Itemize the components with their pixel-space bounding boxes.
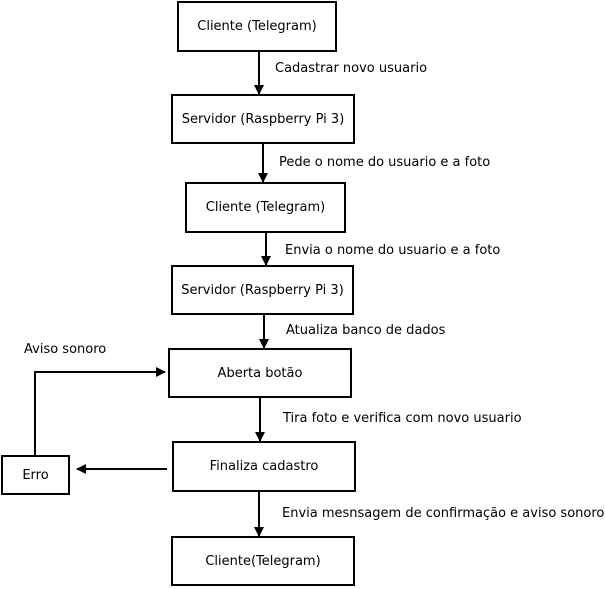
node-cliente-telegram-3: Cliente(Telegram) (171, 536, 355, 586)
edge-label-envia-confirmacao: Envia mesnsagem de confirmação e aviso s… (282, 506, 605, 521)
edge-label-envia-nome: Envia o nome do usuario e a foto (285, 243, 501, 258)
edge-label-pede-nome: Pede o nome do usuario e a foto (279, 155, 491, 170)
node-servidor-rpi-2: Servidor (Raspberry Pi 3) (171, 265, 354, 315)
edge-label-atualiza: Atualiza banco de dados (286, 323, 446, 338)
node-cliente-telegram-2: Cliente (Telegram) (185, 182, 346, 233)
node-servidor-rpi-1: Servidor (Raspberry Pi 3) (171, 94, 355, 144)
edge-label-aviso-sonoro: Aviso sonoro (24, 342, 107, 357)
edge-label-tira-foto: Tira foto e verifica com novo usuario (283, 411, 522, 426)
node-erro: Erro (1, 455, 70, 495)
node-finaliza-cadastro: Finaliza cadastro (172, 441, 356, 492)
arrow-erro-to-aberta (34, 367, 166, 455)
node-cliente-telegram-1: Cliente (Telegram) (177, 1, 337, 52)
edge-label-cadastrar: Cadastrar novo usuario (275, 61, 428, 76)
node-aberta-botao: Aberta botão (168, 348, 352, 398)
